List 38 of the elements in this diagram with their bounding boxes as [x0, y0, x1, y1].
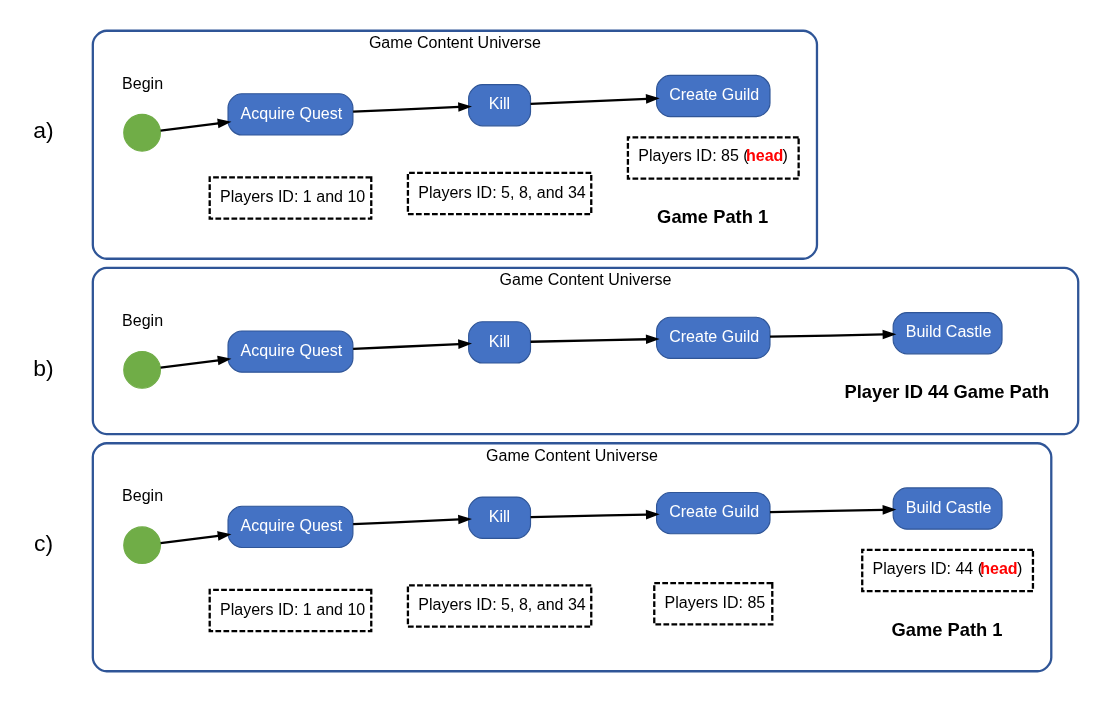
node-box: Players ID: 5, 8, and 34 — [406, 584, 593, 628]
node-label: Begin — [122, 311, 164, 330]
node-box: Kill — [468, 496, 532, 539]
node-label: Begin — [122, 486, 164, 505]
arrow — [530, 94, 660, 106]
node-box: Create Guild — [656, 491, 771, 535]
node-circle — [123, 351, 161, 389]
node-box: Acquire Quest — [227, 93, 354, 136]
node-box: Acquire Quest — [227, 330, 354, 373]
arrow — [160, 531, 232, 545]
node-circle — [123, 526, 161, 565]
arrow — [530, 509, 660, 520]
node-box: Players ID: 1 and 10 — [208, 588, 373, 633]
label: c) — [34, 529, 54, 556]
arrow — [530, 334, 660, 345]
node-box: Players ID: 85 (head) — [626, 136, 800, 180]
node-box: Acquire Quest — [227, 505, 354, 549]
arrow — [160, 118, 232, 132]
node-box: Create Guild — [656, 316, 771, 360]
node-box: Create Guild — [656, 74, 771, 118]
node-circle — [123, 113, 161, 152]
node-box: Build Castle — [892, 312, 1003, 355]
arrow — [353, 514, 472, 526]
node-box: Kill — [468, 84, 532, 127]
arrow — [769, 329, 897, 340]
node-box: Kill — [468, 321, 532, 364]
node-box: Build Castle — [892, 487, 1003, 530]
arrow — [769, 505, 897, 515]
arrow — [353, 102, 472, 113]
node-box: Players ID: 5, 8, and 34 — [406, 171, 593, 216]
node-box: Players ID: 44 (head) — [861, 548, 1035, 593]
arrow — [160, 355, 232, 369]
node-box: Players ID: 85 — [653, 581, 774, 626]
label: b) — [33, 354, 54, 381]
label: a) — [33, 117, 54, 144]
node-box: Players ID: 1 and 10 — [208, 176, 373, 220]
arrow — [353, 339, 472, 350]
node-label: Begin — [122, 73, 164, 92]
